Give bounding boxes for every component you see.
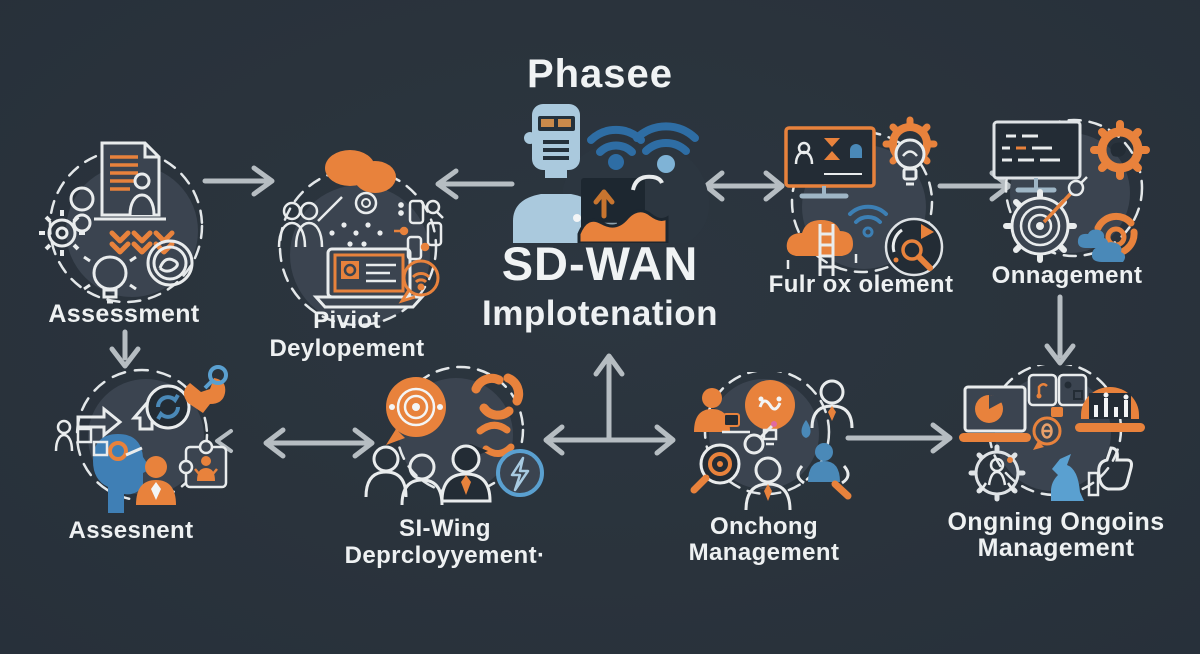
wifi-dot-2 — [657, 155, 675, 173]
sdwan-hero-illustration — [513, 104, 710, 243]
refresh-badge-icon — [145, 384, 191, 430]
wifi-signal-icon-2 — [633, 122, 699, 155]
onchong-icon-cluster — [690, 372, 854, 511]
cloud-ladder-icon — [786, 220, 858, 276]
gear-icon — [39, 186, 95, 256]
arrow-onnagement-down — [1044, 294, 1076, 366]
small-person-icon — [54, 419, 74, 452]
eco-person-icon — [796, 443, 852, 500]
gear-icon — [1090, 120, 1150, 180]
down-chevrons-icon — [109, 230, 175, 255]
arrow-assessment-down — [109, 329, 141, 369]
node-siwing-label-line1: SI-Wing — [399, 515, 491, 542]
siwing-icon-cluster — [364, 365, 544, 506]
center-heading: SD-WAN — [501, 237, 699, 290]
node-siwing-label-line2: Deprcloyyement· — [344, 542, 546, 569]
assessment-icon-cluster — [39, 141, 204, 304]
speech-bubble-target-icon — [386, 377, 446, 445]
arrow-assesnent-siwing-double — [263, 427, 375, 459]
speech-bubble-icon — [1032, 416, 1062, 450]
laptop-icon — [312, 247, 426, 309]
wifi-icon — [848, 204, 888, 238]
ongning-icon-cluster — [959, 365, 1145, 502]
gear-lightbulb-icon — [882, 116, 938, 186]
water-drop-icon — [801, 420, 811, 438]
node-onchong-label-line1: Onchong — [709, 513, 819, 540]
wrench-icon — [183, 365, 228, 413]
node-piviot-label-line2: Deylopement — [269, 335, 425, 362]
puzzle-icon — [178, 439, 228, 489]
wifi-dot — [608, 154, 624, 170]
recycle-arrows-icon — [471, 373, 524, 457]
laptop-icon — [959, 385, 1031, 442]
piviot-icon-cluster — [277, 150, 444, 327]
fulr-icon-cluster — [784, 116, 944, 277]
document-tiles-icon — [1027, 373, 1088, 417]
page-title: Phasee — [526, 52, 674, 96]
dots — [329, 222, 383, 247]
fold-curve — [631, 174, 664, 191]
gear-person-icon — [968, 444, 1026, 502]
lead-person-icon — [440, 444, 492, 503]
document-icon — [94, 141, 166, 221]
dome-chart-icon — [1075, 387, 1145, 432]
up-arrow-icon — [593, 189, 615, 219]
carrier-person-icon — [694, 388, 750, 434]
arrow-center-to-piviot — [435, 168, 515, 200]
arrow-assessment-to-piviot — [202, 165, 275, 197]
speech-bubble-wifi-icon — [398, 259, 440, 304]
thumbs-up-icon — [1087, 446, 1133, 497]
orange-wave — [577, 209, 669, 243]
node-ongning-label-line2: Management — [977, 534, 1135, 562]
person-icon-bottom — [744, 456, 792, 511]
chevron-left-small — [215, 429, 233, 453]
person-icon-tr — [810, 379, 854, 429]
clouds-icon — [1077, 229, 1126, 262]
node-onchong-label-line2: Management — [688, 539, 840, 566]
node-onnagement-label: Onnagement — [991, 262, 1143, 289]
square-node-2 — [92, 440, 109, 457]
square-node — [76, 427, 93, 444]
block-arrow-icon — [76, 405, 123, 439]
team-icon — [277, 196, 343, 248]
monitor-icon — [784, 126, 876, 199]
magnifier-target-icon — [690, 443, 741, 494]
team-icon — [364, 445, 444, 506]
person-icon — [136, 456, 176, 505]
chess-knight-icon — [1051, 454, 1084, 501]
lightbulb-icon — [745, 380, 795, 446]
assesnent-icon-cluster — [54, 365, 228, 513]
robot-person-icon — [513, 104, 599, 243]
pin-icon — [743, 421, 777, 455]
connector-dots — [394, 226, 430, 252]
wifi-signal-icon — [587, 125, 645, 156]
devices-icon — [398, 199, 444, 261]
node-assesnent-label: Assesnent — [68, 517, 194, 544]
swirl-badge-icon — [146, 239, 194, 287]
brain-icon — [325, 150, 396, 215]
arrow-center-fulr-double — [703, 170, 785, 202]
code-monitor-icon — [992, 120, 1082, 193]
lightbulb-icon — [83, 255, 137, 304]
node-assessment-top-label: Assessment — [48, 300, 200, 328]
node-piviot-label-line1: Piviot — [313, 307, 381, 334]
onnagement-icon-cluster — [992, 118, 1150, 263]
magnifier-badge-icon — [884, 217, 944, 277]
node-ongning-label-line1: Ongning Ongoins — [947, 508, 1165, 536]
arrow-siwing-center-with-up-branch — [543, 353, 676, 456]
lightning-badge-icon — [496, 449, 544, 497]
center-subheading: Implotenation — [482, 294, 718, 333]
target-gear-icon — [1003, 176, 1088, 263]
node-fulr-label: Fulr ox olement — [768, 271, 954, 298]
arrow-onchong-to-ongning — [845, 422, 953, 454]
